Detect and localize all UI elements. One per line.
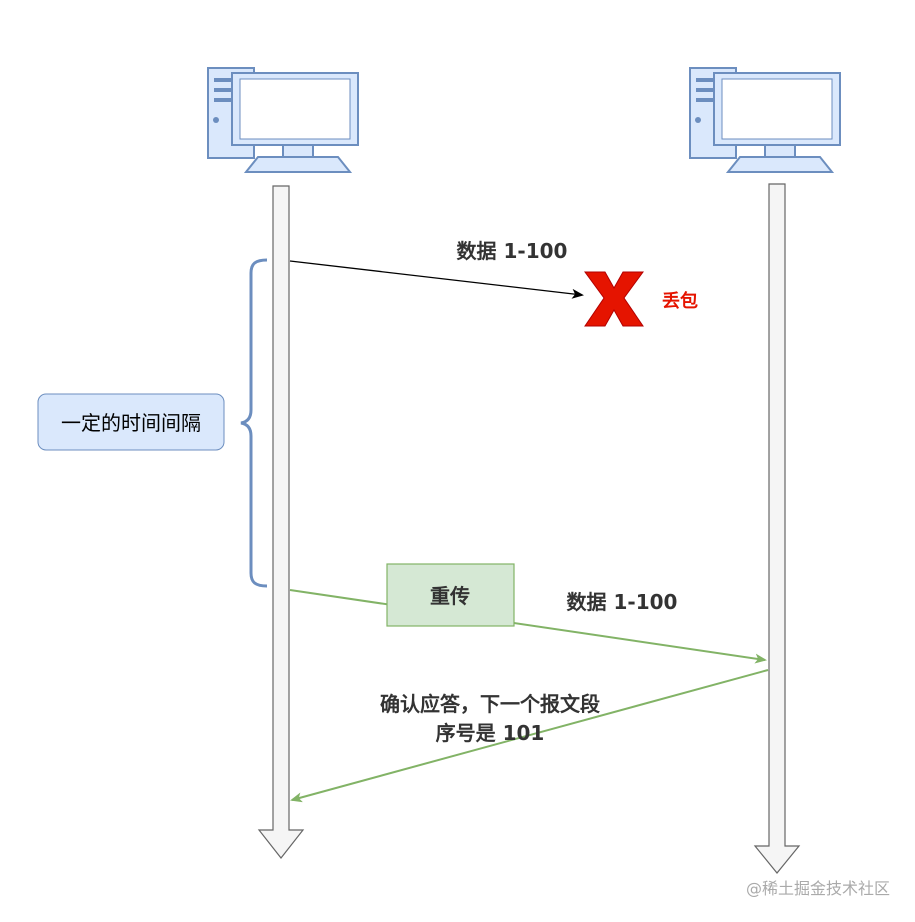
retransmit-arrow xyxy=(289,589,767,664)
client-computer-icon xyxy=(207,67,359,173)
ack-label-line1: 确认应答，下一个报文段 xyxy=(380,692,600,716)
server-lifeline xyxy=(753,183,801,874)
resend-data-label: 数据 1-100 xyxy=(567,590,678,614)
interval-label: 一定的时间间隔 xyxy=(61,411,201,435)
ack-arrow xyxy=(290,669,769,803)
interval-label-box xyxy=(37,393,225,451)
loss-label: 丢包 xyxy=(662,290,698,312)
server-computer-icon xyxy=(689,67,841,173)
interval-brace xyxy=(240,258,268,588)
retransmit-label: 重传 xyxy=(430,584,470,608)
red-x-icon xyxy=(584,271,644,327)
send-data-label: 数据 1-100 xyxy=(457,239,568,263)
retransmit-box xyxy=(386,563,515,627)
send-data-arrow xyxy=(289,260,584,299)
watermark: @稀土掘金技术社区 xyxy=(746,879,890,898)
ack-label-line2: 序号是 101 xyxy=(436,721,545,745)
client-lifeline xyxy=(257,185,305,859)
